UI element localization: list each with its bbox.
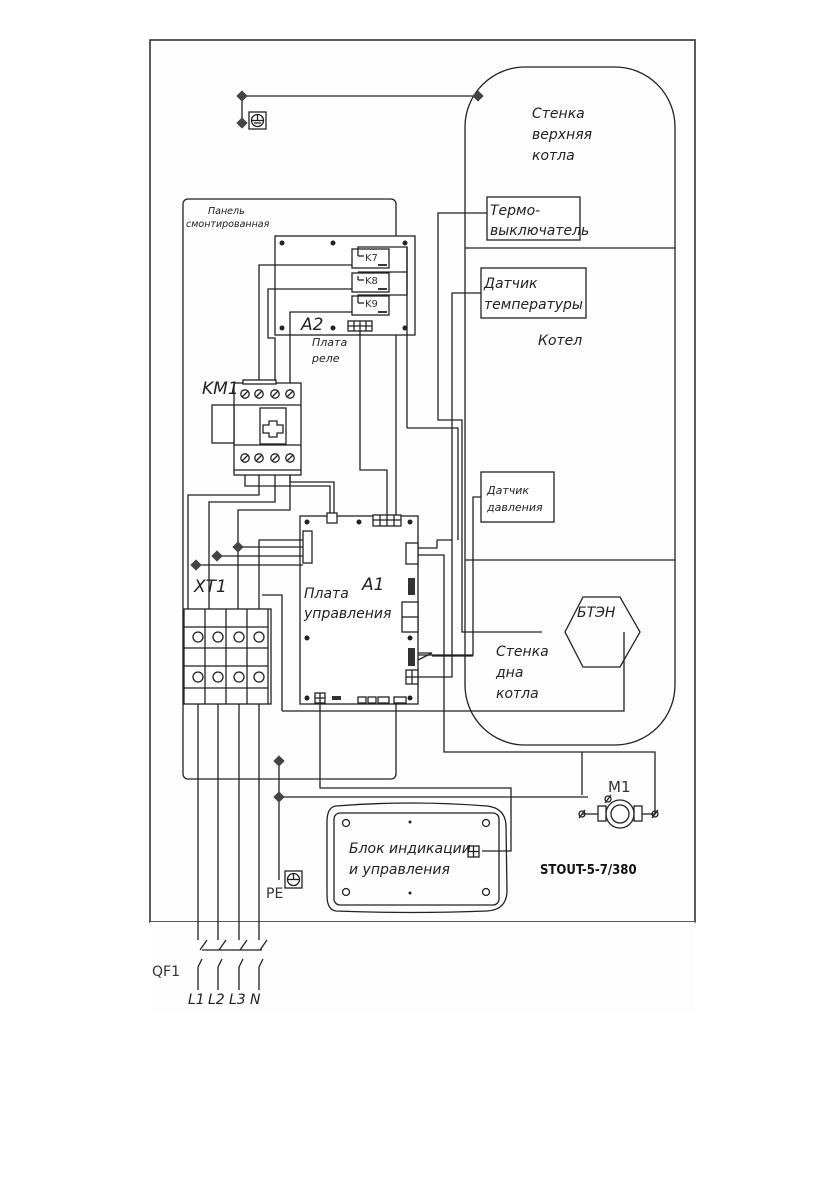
model-label: STOUT-5-7/380 (540, 863, 637, 878)
phase-l3-label: L3 (229, 992, 246, 1008)
outer-frame (149, 39, 696, 923)
display-unit-label: Блок индикации и управления (349, 841, 475, 878)
motor-label: M1 (608, 778, 631, 796)
wall-top-label: Стенка верхняя котла (532, 106, 597, 164)
control-board-label: Плата управления (303, 586, 391, 622)
phase-l1-label: L1 (188, 992, 205, 1008)
control-board-id: A1 (361, 575, 384, 595)
temp-sensor-label: Датчик температуры (483, 276, 583, 313)
wall-bottom-label: Стенка дна котла (495, 644, 553, 702)
boiler-label: Котел (538, 333, 582, 349)
relay-board-label: Плата реле (311, 336, 350, 365)
ground-icon (248, 111, 267, 130)
relay-board-id: A2 (300, 315, 323, 335)
terminal-block-label: XT1 (193, 577, 227, 597)
motor-m1 (578, 794, 659, 829)
pressure-sensor-label: Датчик давления (486, 484, 543, 514)
heater-label: БТЭН (577, 605, 616, 621)
ground-icon (284, 870, 303, 889)
relay-board-a2 (274, 235, 416, 336)
display-unit (326, 802, 508, 914)
control-board-a1 (299, 512, 419, 705)
phase-l2-label: L2 (208, 992, 225, 1008)
breaker-qf1 (197, 939, 268, 990)
boiler-outline (464, 66, 676, 746)
wire-pressure (418, 496, 481, 656)
contactor-km1 (211, 379, 302, 476)
panel-label: Панель смонтированная (186, 206, 270, 230)
relay-k9 (351, 295, 390, 316)
wire-a2-a1 (359, 331, 388, 516)
terminal-block-xt1 (183, 608, 272, 705)
wire-temp-sensor (437, 292, 481, 541)
relay-k8-label: K8 (365, 276, 378, 287)
relay-k9-label: K9 (365, 299, 378, 310)
thermo-switch-box (486, 196, 581, 241)
contactor-label: KM1 (202, 379, 239, 399)
thermo-switch-label: Термо- выключатель (490, 203, 589, 239)
pressure-sensor-box (480, 471, 555, 523)
relay-k7 (351, 248, 390, 269)
relay-k8 (351, 272, 390, 293)
breaker-label: QF1 (152, 964, 180, 980)
lower-area (150, 922, 695, 1012)
pe-label: PE (266, 886, 283, 902)
phase-n-label: N (250, 992, 261, 1008)
mounted-panel (182, 198, 397, 780)
wire-thermo (437, 212, 542, 633)
temp-sensor-box (480, 267, 587, 319)
heater-bten (564, 596, 641, 668)
relay-k7-label: K7 (365, 253, 378, 264)
